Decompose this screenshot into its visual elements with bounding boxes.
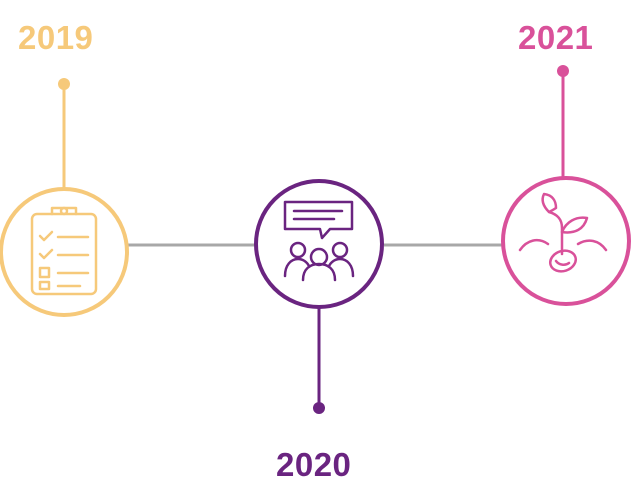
milestone-2019-dot: [58, 78, 70, 90]
milestone-2021-dot: [557, 65, 569, 77]
milestone-2020-dot: [313, 402, 325, 414]
year-label-2021: 2021: [518, 19, 594, 56]
clipboard-checklist-icon: [30, 206, 98, 296]
year-label-2020: 2020: [276, 446, 352, 483]
milestone-2020-ring: [254, 179, 384, 309]
milestone-2020: [254, 179, 384, 414]
milestone-2021-ring: [501, 176, 631, 306]
milestone-2019: [0, 78, 129, 317]
sprouting-seed-icon: [518, 192, 608, 273]
discussion-group-icon: [283, 200, 355, 282]
year-label-2019: 2019: [18, 19, 94, 56]
milestone-2021: [501, 65, 631, 306]
